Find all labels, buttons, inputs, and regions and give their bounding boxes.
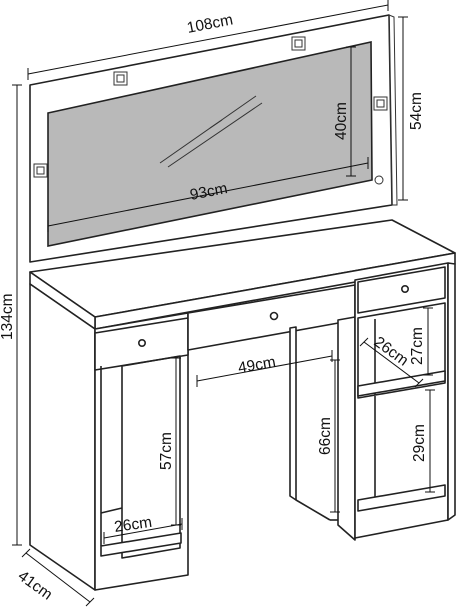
dimension-lines [12, 0, 435, 607]
right-shelf-height-label: 29cm [411, 424, 428, 462]
mirror-reflection-line [167, 102, 263, 168]
mirror-board [29, 14, 398, 263]
left-shelf-depth-label: 26cm [113, 514, 153, 536]
width-dimension-line [27, 4, 389, 75]
mirror-reflection-line [159, 95, 257, 164]
dimension-labels: 108cm 54cm 40cm 93cm 134cm 41cm 26cm 27c… [0, 11, 428, 603]
center-section [187, 284, 356, 521]
left-shelf-height-label: 57cm [158, 432, 175, 470]
left-open-compartment [121, 355, 181, 559]
right-middle-shelf [357, 370, 446, 397]
right-bottom-shelf [357, 484, 446, 512]
mirror-width-line [47, 162, 369, 227]
right-inner-side [337, 316, 356, 541]
mirror-frame-side [388, 14, 398, 206]
left-side-panel [29, 283, 96, 591]
mirror-glass [47, 41, 373, 247]
left-bottom-shelf [100, 532, 182, 557]
center-divider [289, 326, 297, 501]
left-shelf-edge [100, 507, 123, 514]
light-bulb-icon [291, 36, 306, 51]
knee-space-height-label: 66cm [317, 417, 334, 455]
switch-knob-icon [374, 175, 384, 185]
light-bulb-icon [113, 71, 128, 86]
depth-line [25, 552, 91, 603]
right-pedestal [337, 262, 456, 541]
left-shelf-depth-line [103, 523, 183, 539]
total-height-label: 134cm [0, 293, 16, 340]
left-front [94, 312, 189, 591]
mirror-width-label: 93cm [189, 180, 229, 204]
right-upper-compartment [357, 302, 446, 399]
knee-space-width-line [196, 355, 333, 382]
light-bulb-icon [33, 163, 48, 178]
total-width-label: 108cm [186, 11, 235, 37]
left-pedestal [29, 283, 189, 591]
drawer-knob-icon [269, 311, 279, 321]
knee-space-width-label: 49cm [237, 354, 277, 377]
drawer-knob-icon [400, 284, 409, 293]
mirror-reflection-line [209, 119, 223, 129]
light-bulb-icon [373, 96, 388, 111]
drawer-knob-icon [138, 338, 147, 347]
mirror-frame-height-label: 54cm [408, 92, 425, 130]
right-side-panel [447, 262, 456, 521]
depth-label: 41cm [15, 567, 56, 603]
right-drawer-depth-line [363, 341, 420, 384]
left-drawer[interactable] [94, 317, 189, 371]
center-floor-line [295, 499, 331, 521]
mirror-height-label: 40cm [333, 102, 350, 140]
right-drawer-height-label: 27cm [409, 327, 426, 365]
